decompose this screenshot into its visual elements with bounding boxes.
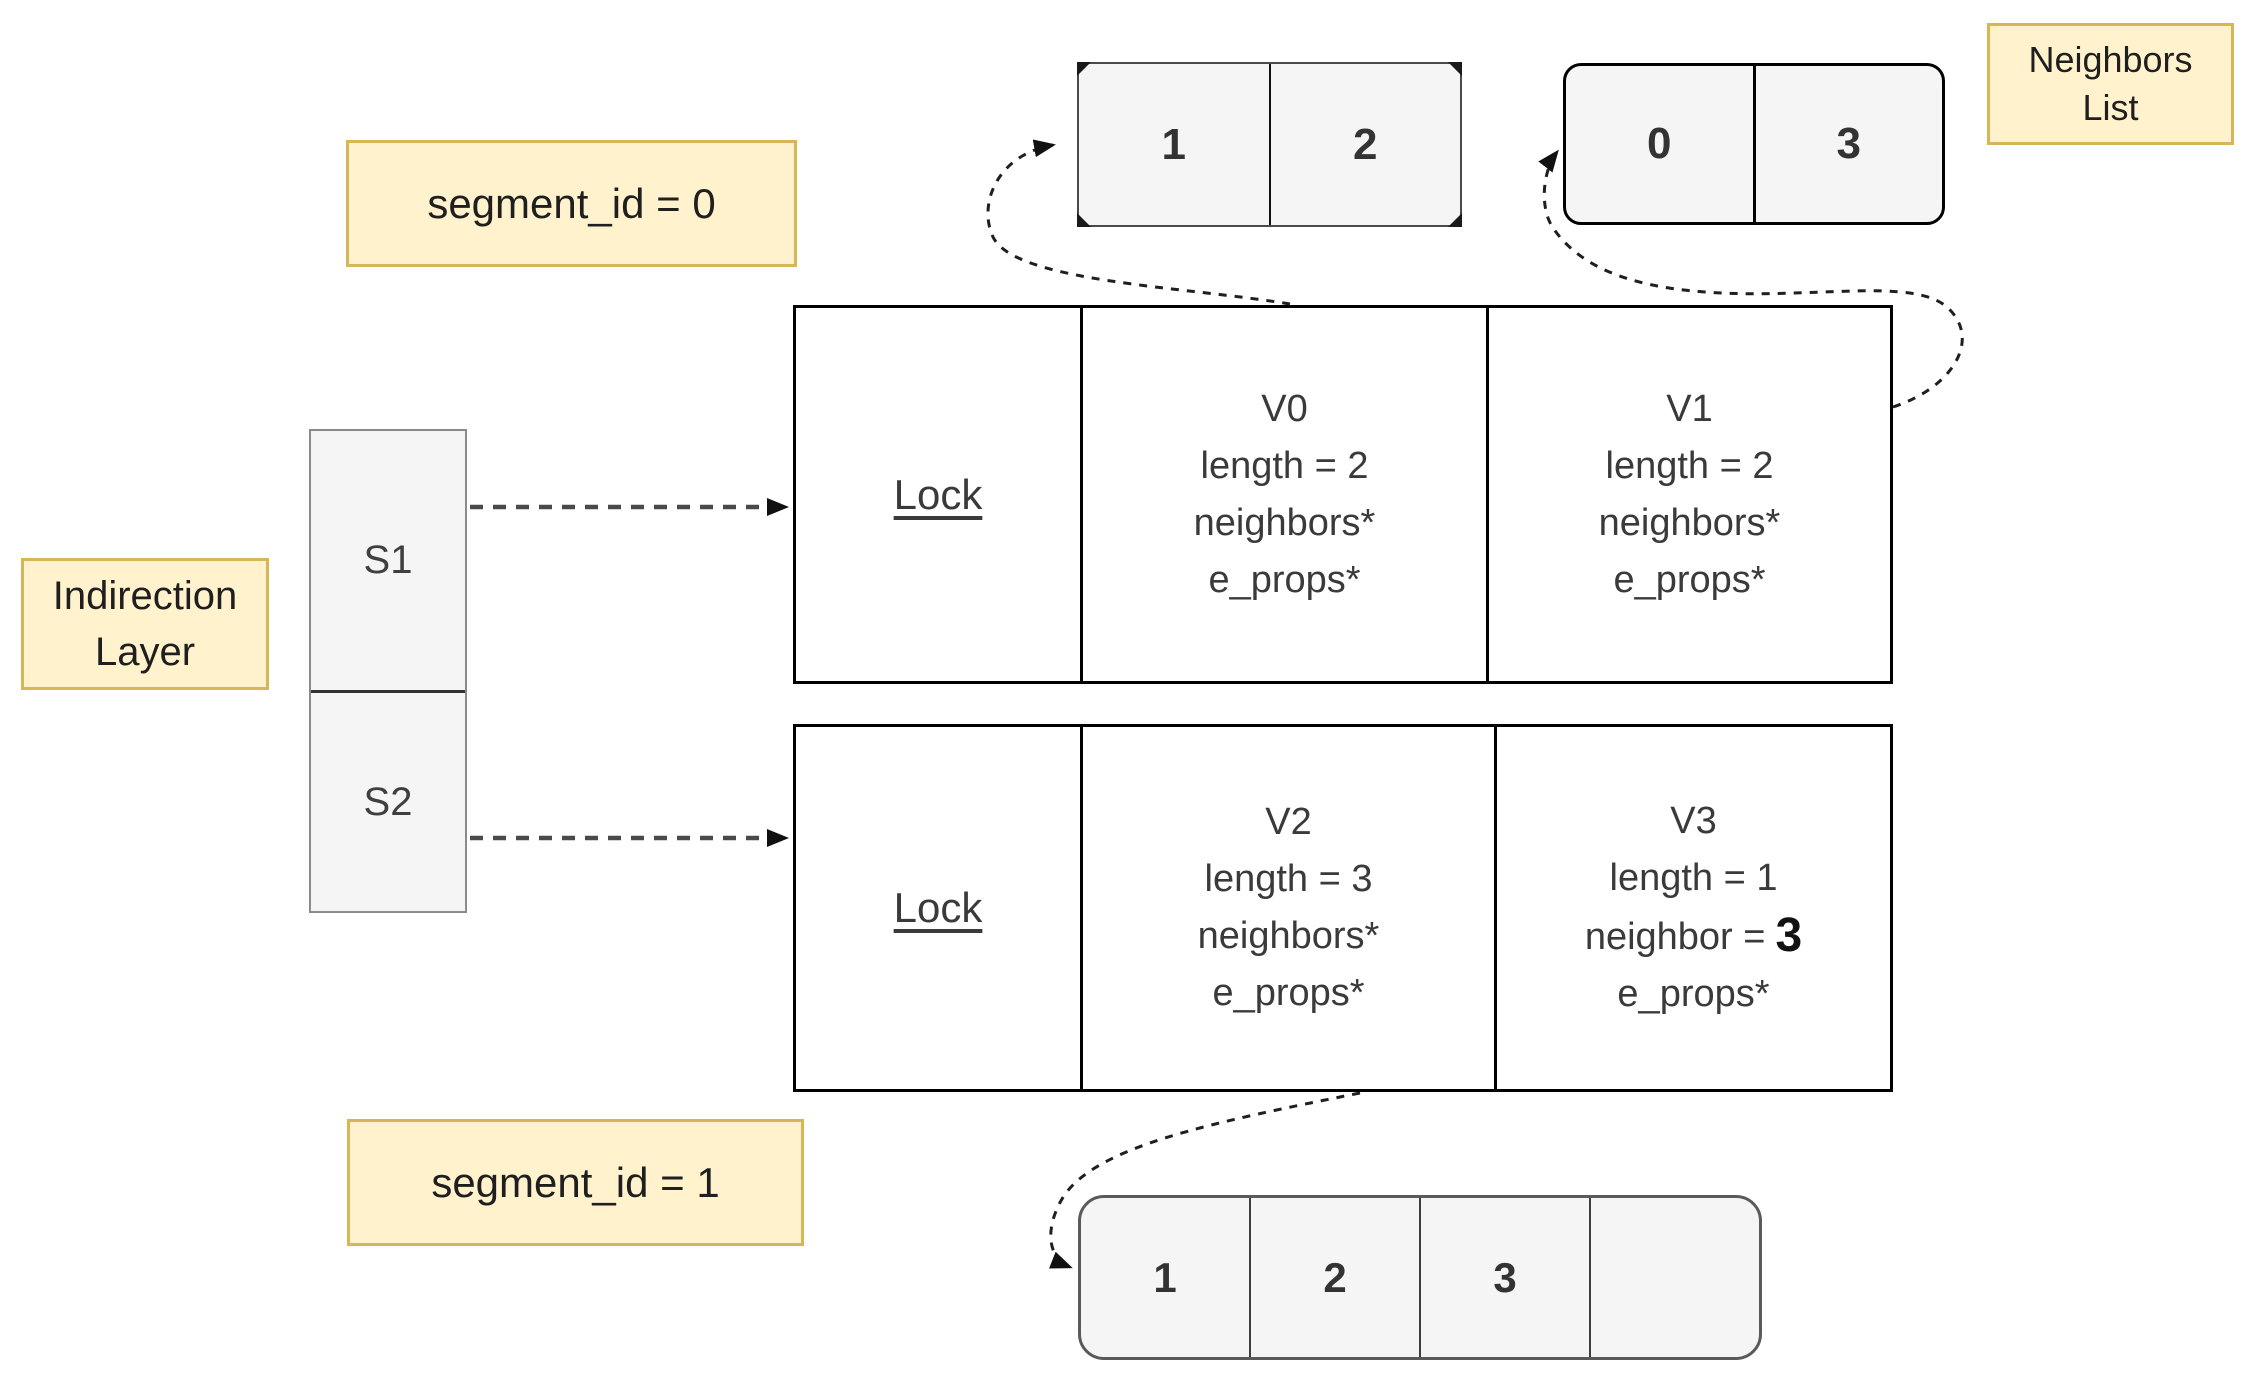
neighbors-list-v2-cell-1: 2 bbox=[1251, 1198, 1421, 1357]
v3-length: length = 1 bbox=[1609, 857, 1778, 899]
neighbors-list-v0: 1 2 bbox=[1077, 62, 1462, 227]
segment-1-lock-text: Lock bbox=[893, 884, 983, 931]
indirection-layer-label-line1: Indirection bbox=[52, 574, 238, 618]
v3-neighbor-prefix: neighbor = bbox=[1584, 916, 1766, 958]
v1-neighbors-pointer: neighbors* bbox=[1598, 501, 1781, 544]
segment-1-box: Lock V2 length = 3 neighbors* e_props* V… bbox=[793, 724, 1893, 1092]
neighbors-list-v2-cell-0: 1 bbox=[1081, 1198, 1251, 1357]
indirection-layer-label: Indirection Layer bbox=[21, 558, 269, 690]
segment-0-lock-text: Lock bbox=[893, 470, 983, 518]
segment-0-lock-cell: Lock bbox=[796, 308, 1083, 681]
v3-neighbor-value: 3 bbox=[1775, 909, 1803, 962]
segment-id-1-label: segment_id = 1 bbox=[347, 1119, 804, 1246]
indirection-slot-s2: S2 bbox=[311, 693, 465, 911]
v1-eprops-pointer: e_props* bbox=[1613, 558, 1766, 601]
v3-name: V3 bbox=[1670, 800, 1717, 842]
vertex-v2-cell: V2 length = 3 neighbors* e_props* bbox=[1083, 727, 1497, 1089]
v2-eprops-pointer: e_props* bbox=[1212, 972, 1365, 1014]
segment-id-1-text: segment_id = 1 bbox=[431, 1158, 720, 1206]
v2-name: V2 bbox=[1265, 801, 1312, 843]
corner-notch-icon bbox=[1448, 213, 1462, 227]
v0-eprops-pointer: e_props* bbox=[1208, 558, 1361, 601]
segment-0-box: Lock V0 length = 2 neighbors* e_props* V… bbox=[793, 305, 1893, 684]
s1-text: S1 bbox=[363, 538, 413, 582]
neighbors-list-v1-cell-1: 3 bbox=[1836, 119, 1861, 168]
neighbors-list-v2-cell-3 bbox=[1591, 1198, 1759, 1357]
indirection-layer-label-line2: Layer bbox=[94, 630, 196, 674]
indirection-slot-s1: S1 bbox=[311, 431, 465, 693]
neighbors-list-v0-cell-1: 2 bbox=[1353, 119, 1378, 169]
v3-inline-neighbor: neighbor =3 bbox=[1585, 907, 1802, 966]
neighbors-list-label: Neighbors List bbox=[1987, 23, 2234, 145]
neighbors-list-v2-cell-2: 3 bbox=[1421, 1198, 1591, 1357]
corner-notch-icon bbox=[1077, 213, 1091, 227]
corner-notch-icon bbox=[1077, 62, 1091, 76]
vertex-v0-cell: V0 length = 2 neighbors* e_props* bbox=[1083, 308, 1489, 681]
segment-1-lock-cell: Lock bbox=[796, 727, 1083, 1089]
neighbors-list-v0-cell-0: 1 bbox=[1079, 64, 1271, 225]
neighbors-list-label-line2: List bbox=[2082, 87, 2139, 128]
neighbors-list-v1: 0 3 bbox=[1563, 63, 1945, 225]
v1-length: length = 2 bbox=[1605, 444, 1774, 487]
vertex-v3-cell: V3 length = 1 neighbor =3 e_props* bbox=[1497, 727, 1890, 1089]
v1-name: V1 bbox=[1666, 387, 1713, 430]
corner-notch-icon bbox=[1448, 62, 1462, 76]
s2-text: S2 bbox=[363, 779, 413, 824]
segment-id-0-text: segment_id = 0 bbox=[427, 179, 716, 227]
vertex-v1-cell: V1 length = 2 neighbors* e_props* bbox=[1489, 308, 1890, 681]
v0-length: length = 2 bbox=[1200, 444, 1369, 487]
v0-neighbors-pointer: neighbors* bbox=[1193, 501, 1376, 544]
neighbors-list-v1-cell-0: 0 bbox=[1566, 66, 1756, 222]
v2-neighbors-pointer: neighbors* bbox=[1197, 915, 1380, 957]
v2-length: length = 3 bbox=[1204, 858, 1373, 900]
segment-id-0-label: segment_id = 0 bbox=[346, 140, 797, 267]
indirection-layer-column: S1 S2 bbox=[309, 429, 467, 913]
v0-name: V0 bbox=[1261, 387, 1308, 430]
neighbors-list-v2: 1 2 3 bbox=[1078, 1195, 1762, 1360]
neighbors-list-label-line1: Neighbors bbox=[2028, 39, 2193, 80]
v3-eprops-pointer: e_props* bbox=[1617, 973, 1770, 1015]
